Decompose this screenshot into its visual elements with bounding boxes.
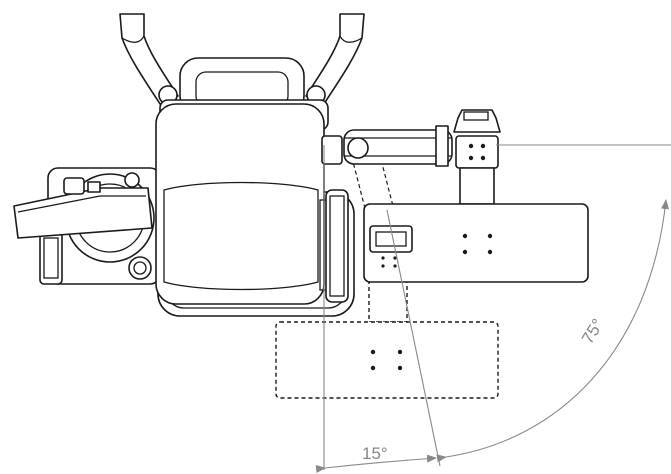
armrest	[325, 189, 349, 303]
dimension-label-75: 75°	[578, 315, 608, 347]
left-motor	[13, 167, 161, 285]
tray-deployed	[363, 203, 589, 283]
dimension-label-15: 15°	[362, 444, 388, 463]
swing-arm	[321, 109, 501, 205]
seat	[155, 103, 355, 317]
